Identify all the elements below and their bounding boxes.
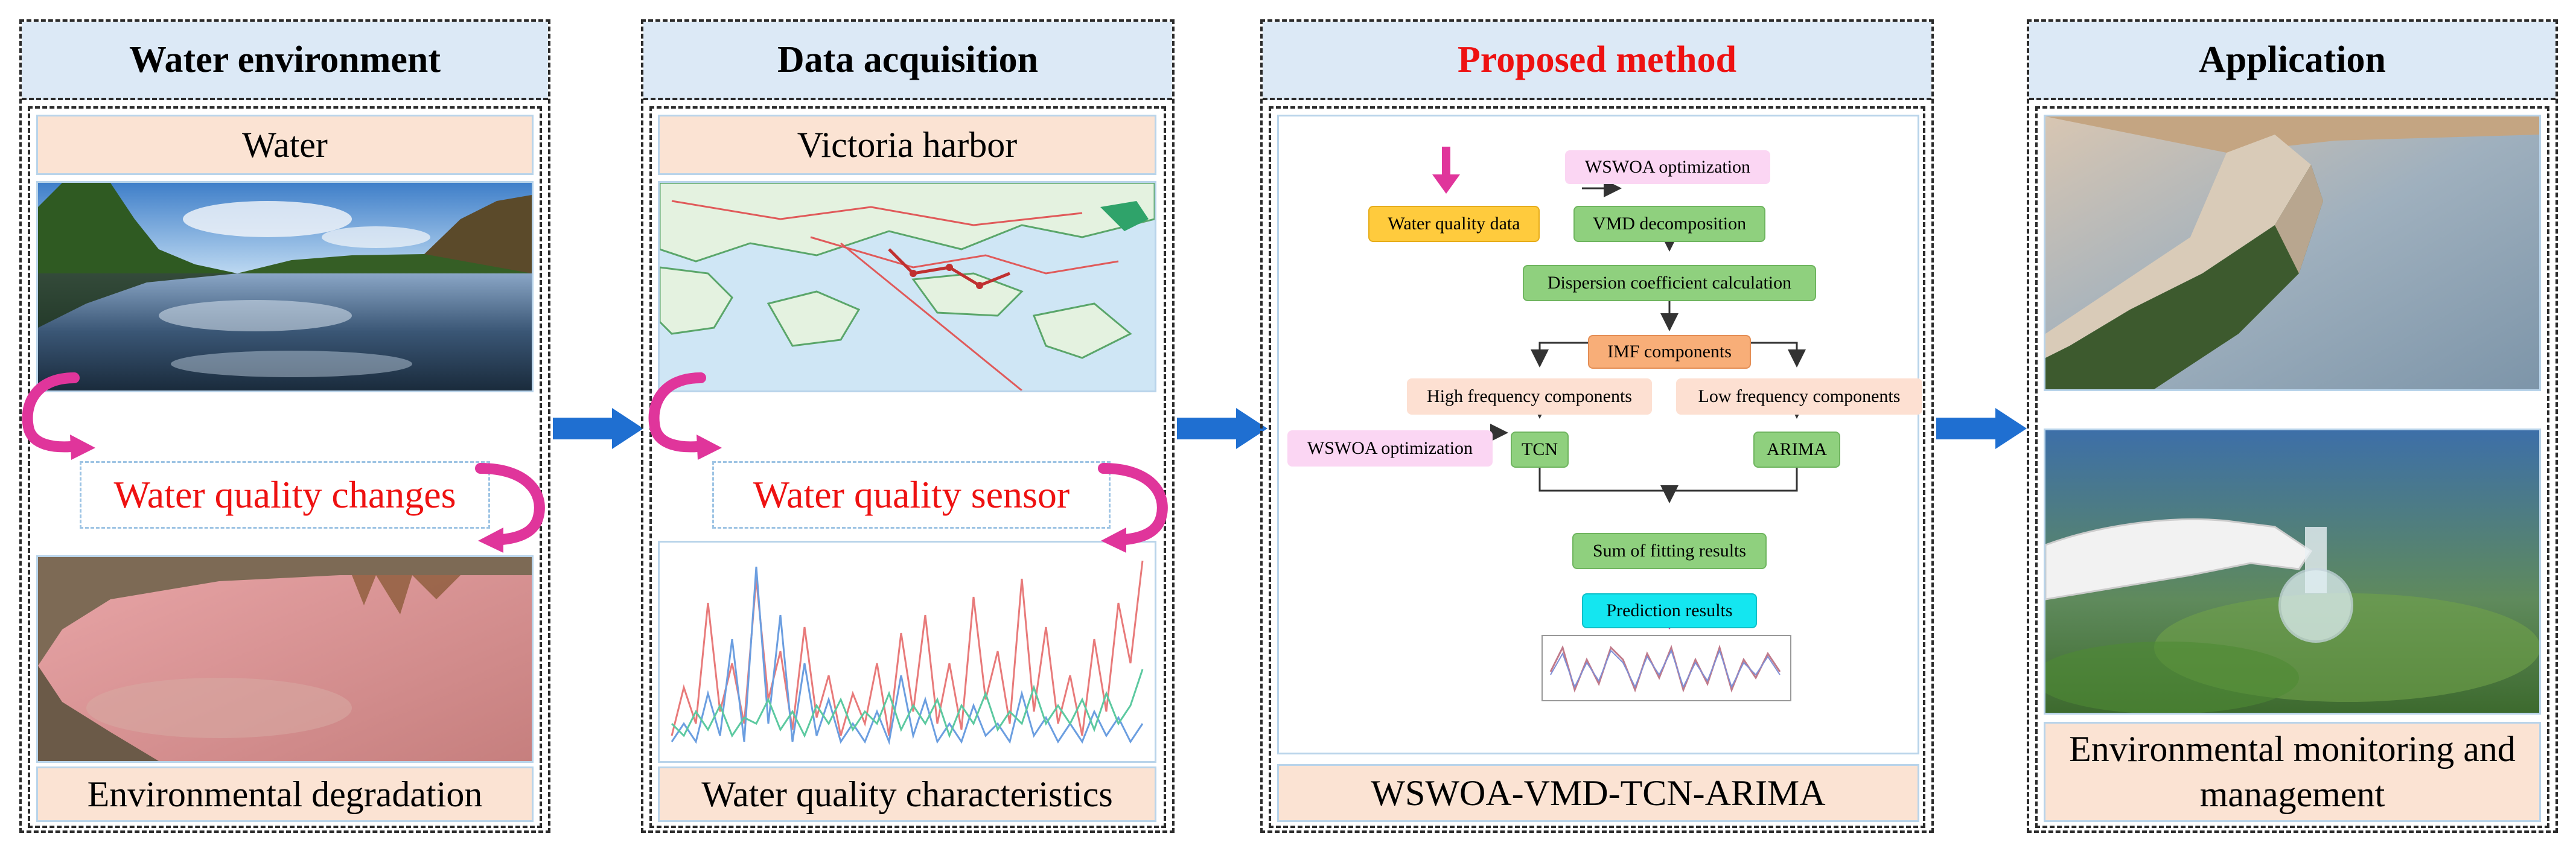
vmd-decomposition-box: VMD decomposition [1573,206,1765,242]
panel-inner: Environmental monitoring and management [2035,106,2549,828]
map-illustration [660,183,1155,390]
label-environmental-monitoring: Environmental monitoring and management [2044,722,2541,822]
panel-inner: Victoria harbor Water quality sensor [649,106,1166,828]
panel-inner: WSWOA optimization Water quality data VM… [1269,106,1925,828]
label-water-quality-characteristics: Water quality characteristics [658,766,1156,822]
right-arrow-icon [1177,408,1267,449]
panel-water-environment: Water environment Water [19,19,550,833]
water-quality-sensor-label: Water quality sensor [712,461,1111,529]
panel-proposed-method: Proposed method [1260,19,1934,833]
prediction-results-box: Prediction results [1582,593,1757,628]
panel-title: Application [2029,22,2555,100]
low-frequency-box: Low frequency components [1676,378,1922,415]
water-quality-series [658,541,1156,763]
label-water: Water [36,115,534,175]
degradation-image [36,555,534,763]
right-arrow-icon [553,408,643,449]
label-environmental-degradation: Environmental degradation [36,766,534,822]
dam-illustration [2045,116,2539,389]
wswoa-optimization-left: WSWOA optimization [1287,430,1493,467]
curved-arrow-icon [22,372,95,460]
curved-arrow-icon [1098,463,1168,553]
panel-title: Proposed method [1263,22,1931,100]
imf-components-box: IMF components [1588,335,1751,369]
label-wswoa-vmd-tcn-arima: WSWOA-VMD-TCN-ARIMA [1277,764,1919,822]
lake-image [36,181,534,392]
timeseries-illustration [671,560,1144,745]
panel-data-acquisition: Data acquisition Victoria harbor Water q… [641,19,1175,833]
dispersion-coefficient-box: Dispersion coefficient calculation [1523,265,1816,301]
lake-illustration [38,183,532,390]
panel-inner: Water [28,106,542,828]
degraded-water-illustration [38,557,532,761]
harbor-map [658,181,1156,392]
wswoa-optimization-top: WSWOA optimization [1565,150,1770,184]
water-quality-data-box: Water quality data [1368,206,1540,242]
water-quality-changes-label: Water quality changes [80,461,490,529]
label-victoria-harbor: Victoria harbor [658,115,1156,175]
sum-of-fitting-results-box: Sum of fitting results [1572,533,1767,569]
arima-box: ARIMA [1753,432,1840,468]
sampling-illustration [2045,430,2539,713]
high-frequency-box: High frequency components [1407,378,1652,415]
sampling-image [2044,429,2541,715]
right-arrow-icon [1936,408,2027,449]
curved-arrow-icon [648,372,722,460]
dam-image [2044,115,2541,391]
panel-title: Water environment [22,22,548,100]
curved-arrow-icon [475,463,545,553]
tcn-box: TCN [1511,432,1569,468]
flowchart: WSWOA optimization Water quality data VM… [1277,115,1922,754]
panel-title: Data acquisition [643,22,1172,100]
panel-application: Application [2027,19,2558,833]
